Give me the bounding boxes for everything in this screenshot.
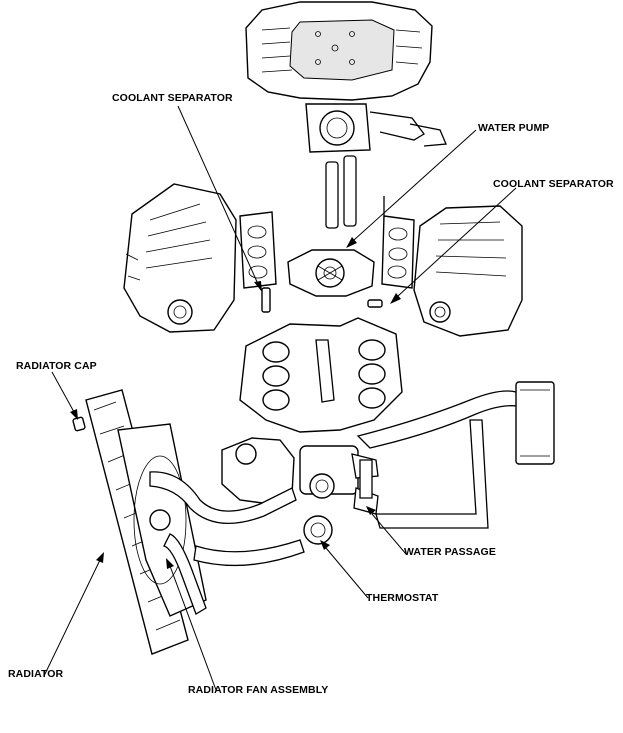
heater-hoses (356, 381, 555, 529)
water-passage-assembly (221, 437, 379, 545)
label-coolant-separator-left: COOLANT SEPARATOR (112, 92, 233, 104)
label-water-pump: WATER PUMP (478, 122, 550, 134)
label-thermostat: THERMOSTAT (366, 592, 439, 604)
leader-lines (43, 105, 517, 691)
label-radiator: RADIATOR (8, 668, 64, 680)
radiator-assembly (72, 389, 207, 655)
left-cylinder-head (123, 183, 277, 333)
radiator-hoses (149, 471, 305, 615)
intake-manifold (245, 1, 447, 229)
water-pump (287, 249, 375, 297)
label-coolant-separator-right: COOLANT SEPARATOR (493, 178, 614, 190)
label-radiator-fan-assembly: RADIATOR FAN ASSEMBLY (188, 684, 329, 696)
label-radiator-cap: RADIATOR CAP (16, 360, 97, 372)
engine-block (239, 317, 403, 433)
label-water-passage: WATER PASSAGE (404, 546, 496, 558)
right-cylinder-head (367, 205, 523, 337)
